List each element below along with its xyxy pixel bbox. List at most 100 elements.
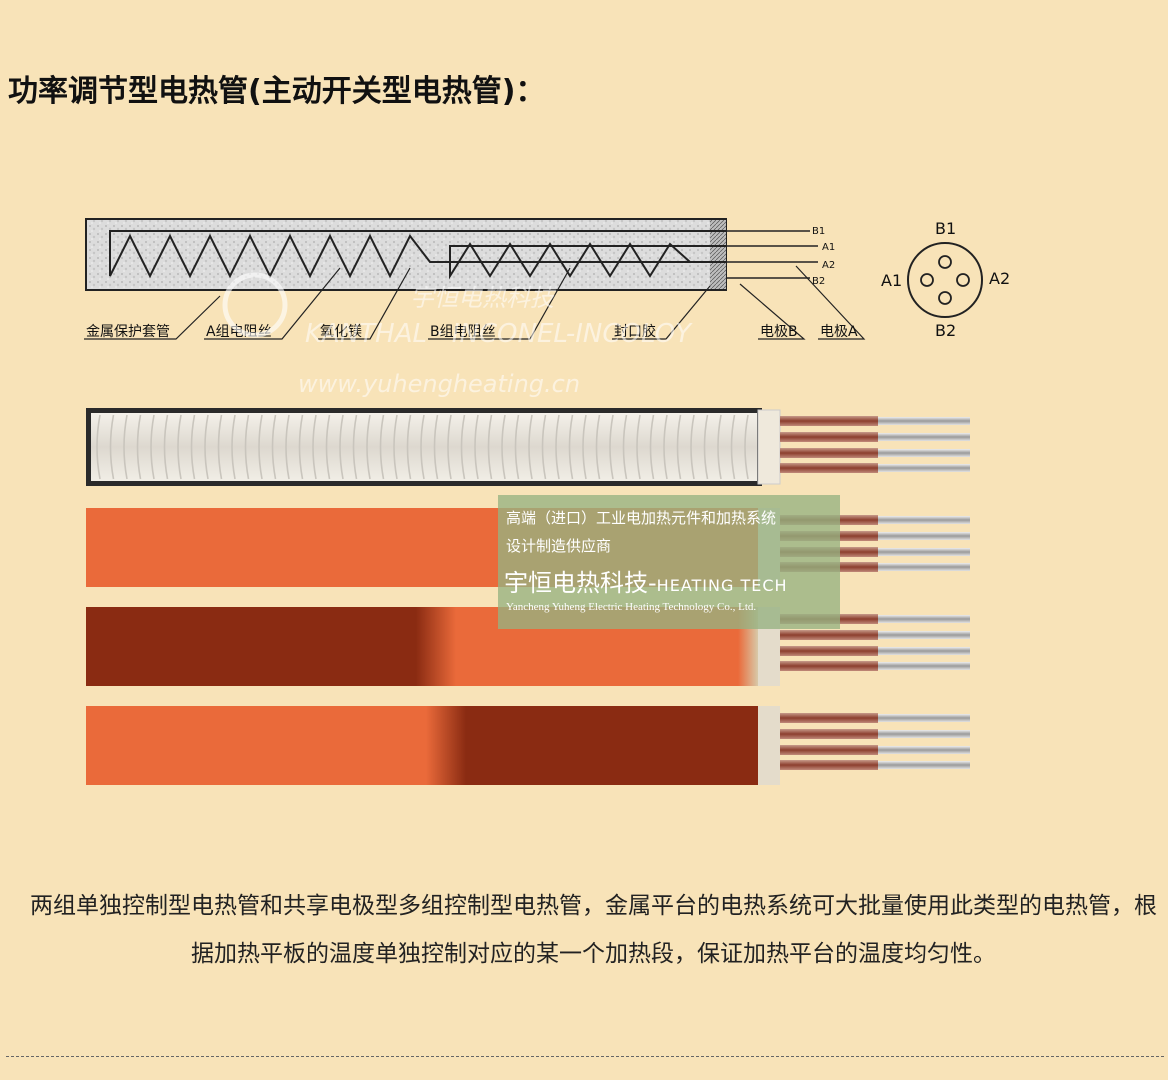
coil-turn xyxy=(703,414,709,480)
coil-turn xyxy=(136,414,142,480)
lead-wire-insulated xyxy=(780,646,878,656)
lead-lines xyxy=(727,230,818,279)
coil-turn xyxy=(217,414,223,480)
pin-label-b1: B1 xyxy=(935,219,956,238)
description-text: 两组单独控制型电热管和共享电极型多组控制型电热管，金属平台的电热系统可大批量使用… xyxy=(30,893,1157,967)
pin-label-a2: A2 xyxy=(989,269,1010,288)
coil-turn xyxy=(555,414,560,480)
coil-turn xyxy=(676,414,682,480)
lead-wire-insulated xyxy=(780,432,878,442)
coil-turn xyxy=(649,414,655,480)
label-seal: 封口胶 xyxy=(614,323,656,340)
lead-wire-insulated xyxy=(780,760,878,770)
coil-turn xyxy=(271,414,277,480)
coil-turn xyxy=(352,414,358,480)
lead-tag-a2: A2 xyxy=(822,260,835,271)
lead-wire-insulated xyxy=(780,661,878,671)
coil-turn xyxy=(541,414,547,480)
coil-turn xyxy=(109,414,115,480)
coil-turn xyxy=(312,414,317,480)
lead-wire-insulated xyxy=(780,448,878,458)
coil-turn xyxy=(285,414,290,480)
lead-tag-b1: B1 xyxy=(812,226,825,237)
tube-a-on xyxy=(86,706,780,785)
coil-turn xyxy=(460,414,466,480)
divider xyxy=(6,1056,1164,1057)
coil-turn xyxy=(393,414,398,480)
coil-turn xyxy=(595,414,601,480)
lead-wire-insulated xyxy=(780,630,878,640)
coil-turn xyxy=(582,414,587,480)
coil-turn xyxy=(447,414,452,480)
coil-turn xyxy=(298,414,304,480)
coil-turn xyxy=(204,414,209,480)
coil-turn xyxy=(123,414,128,480)
coil-turn xyxy=(717,414,722,480)
coil-turn xyxy=(406,414,412,480)
coil-turn xyxy=(663,414,668,480)
pin-label-b2: B2 xyxy=(935,321,956,340)
coil-turn xyxy=(325,414,331,480)
mgo-filling xyxy=(85,218,727,291)
coil-turn xyxy=(609,414,614,480)
watermark-url: www.yuhengheating.cn xyxy=(298,370,580,398)
watermark-brand: 宇恒电热科技 xyxy=(410,284,557,312)
coil-turn xyxy=(690,414,695,480)
pin-label-a1: A1 xyxy=(881,271,902,290)
label-electrode-a: 电极A xyxy=(820,324,858,340)
coil-turn xyxy=(501,414,506,480)
label-mgo: 氧化镁 xyxy=(320,324,362,340)
label-electrode-b: 电极B xyxy=(760,324,798,340)
coil-winding xyxy=(96,414,749,480)
coil-turn xyxy=(487,414,493,480)
resistance-wire-b xyxy=(449,242,727,280)
lead-wire-insulated xyxy=(780,416,878,426)
seal-block xyxy=(710,220,726,289)
coil-turn xyxy=(568,414,574,480)
page-title: 功率调节型电热管(主动开关型电热管)： xyxy=(8,74,546,109)
coil-turn xyxy=(231,414,236,480)
tube-off xyxy=(86,408,781,486)
schematic-tube: B1 A1 A2 B2 金属保护套管 A组电阻丝 氧化镁 B组电阻丝 封口胶 电… xyxy=(84,218,866,340)
promo-brand-en: HEATING TECH xyxy=(656,576,788,595)
promo-line-1: 高端（进口）工业电加热元件和加热系统 xyxy=(506,509,777,527)
promo-company-en: Yancheng Yuheng Electric Heating Technol… xyxy=(506,601,757,613)
coil-turn xyxy=(730,414,736,480)
coil-turn xyxy=(366,414,371,480)
coil-turn xyxy=(744,414,749,480)
coil-turn xyxy=(150,414,155,480)
lead-wire-insulated xyxy=(780,729,878,739)
coil-turn xyxy=(622,414,628,480)
label-wire-b: B组电阻丝 xyxy=(430,324,496,340)
watermark-alloy: KANTHAL · INCONEL-INCOLOY xyxy=(305,319,693,349)
coil-turn xyxy=(96,414,101,480)
pin-diagram: B1 A1 A2 B2 xyxy=(881,219,1010,340)
lead-tag-a1: A1 xyxy=(822,242,835,253)
coil-turn xyxy=(420,414,425,480)
coil-turn xyxy=(163,414,169,480)
lead-wire-insulated xyxy=(780,463,878,473)
coil-turn xyxy=(258,414,263,480)
coil-turn xyxy=(514,414,520,480)
callout-lines xyxy=(84,265,866,340)
coil-turn xyxy=(528,414,533,480)
lead-wire-insulated xyxy=(780,745,878,755)
coil-turn xyxy=(636,414,641,480)
coil-turn xyxy=(339,414,344,480)
promo-line-2: 设计制造供应商 xyxy=(506,537,612,555)
label-sheath: 金属保护套管 xyxy=(86,324,170,340)
brand-logo-icon xyxy=(222,272,288,338)
promo-brand: 宇恒电热科技-HEATING TECH xyxy=(504,563,788,598)
coil-turn xyxy=(177,414,182,480)
heating-tube-diagram: B1 A1 A2 B2 金属保护套管 A组电阻丝 氧化镁 B组电阻丝 封口胶 电… xyxy=(84,218,1010,785)
coil-turn xyxy=(379,414,385,480)
coil-turn xyxy=(433,414,439,480)
promo-brand-cn: 宇恒电热科技- xyxy=(504,569,657,597)
lead-tag-b2: B2 xyxy=(812,276,825,287)
promo-banner: 高端（进口）工业电加热元件和加热系统 设计制造供应商 宇恒电热科技-HEATIN… xyxy=(498,495,840,629)
resistance-wire-a xyxy=(109,230,727,279)
coil-turn xyxy=(190,414,196,480)
coil-turn xyxy=(474,414,479,480)
coil-turn xyxy=(244,414,250,480)
lead-wire-insulated xyxy=(780,713,878,723)
